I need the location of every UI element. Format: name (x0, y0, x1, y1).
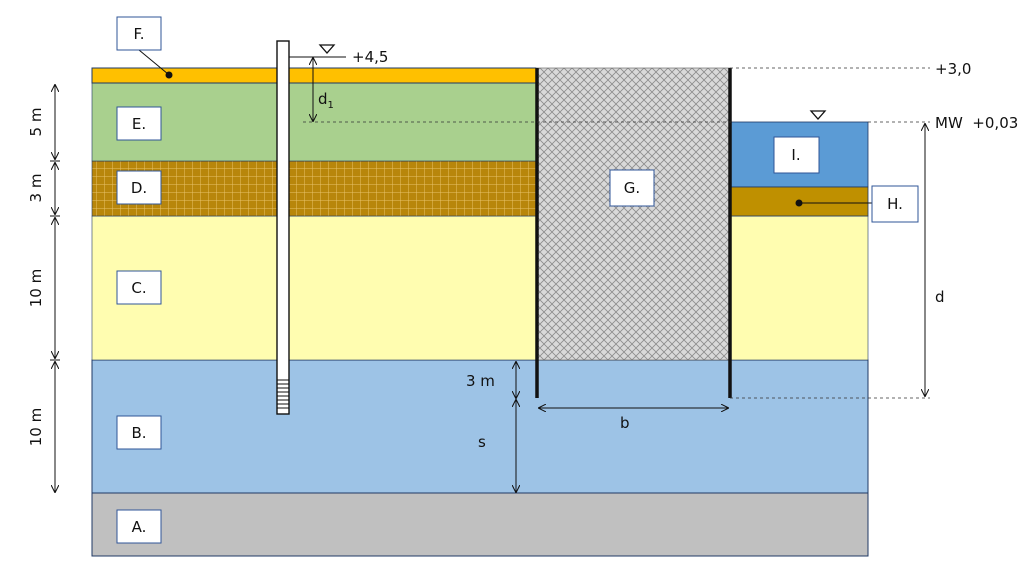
label-box-c: C. (116, 270, 162, 305)
leader-f-dot (165, 71, 173, 79)
standpipe (276, 40, 290, 415)
diaphragm-wall-g (536, 67, 731, 361)
level-mean-water: MW +0,03 (935, 114, 1018, 132)
label-box-f: F. (116, 16, 162, 51)
water-level-triangle-icon (318, 44, 336, 54)
svg-text:C.: C. (131, 279, 146, 297)
well-screen-icon (277, 379, 289, 409)
label-box-h: H. (871, 185, 919, 223)
thickness-d: 3 m (27, 174, 45, 203)
svg-text:A.: A. (132, 518, 147, 536)
leader-h-dot (795, 199, 803, 207)
svg-text:I.: I. (791, 146, 800, 164)
svg-text:F.: F. (134, 25, 145, 43)
label-box-a: A. (116, 509, 162, 544)
layer-f (91, 67, 537, 84)
level-surface: +3,0 (935, 60, 971, 78)
dimension-embed-label: 3 m (466, 372, 495, 390)
svg-text:G.: G. (624, 179, 640, 197)
layer-c (91, 215, 869, 361)
dimension-b-label: b (620, 414, 630, 432)
thickness-e: 5 m (27, 108, 45, 137)
layer-d (91, 160, 537, 217)
label-box-b: B. (116, 415, 162, 450)
thickness-b: 10 m (27, 408, 45, 446)
svg-text:B.: B. (131, 424, 146, 442)
svg-text:D.: D. (131, 179, 147, 197)
svg-text:E.: E. (132, 115, 146, 133)
layer-b (91, 359, 869, 494)
water-level-triangle-icon (809, 110, 827, 120)
thickness-c: 10 m (27, 269, 45, 307)
label-box-d: D. (116, 170, 162, 205)
dimension-d-label: d (935, 288, 945, 306)
svg-text:H.: H. (887, 195, 903, 213)
label-box-g: G. (609, 169, 655, 207)
label-box-i: I. (773, 136, 820, 174)
dimension-d1-label: d1 (318, 90, 334, 111)
level-top-pipe: +4,5 (352, 48, 388, 66)
dimension-s-label: s (478, 433, 486, 451)
layer-a (91, 492, 869, 557)
label-box-e: E. (116, 106, 162, 141)
leader-f (138, 49, 169, 75)
